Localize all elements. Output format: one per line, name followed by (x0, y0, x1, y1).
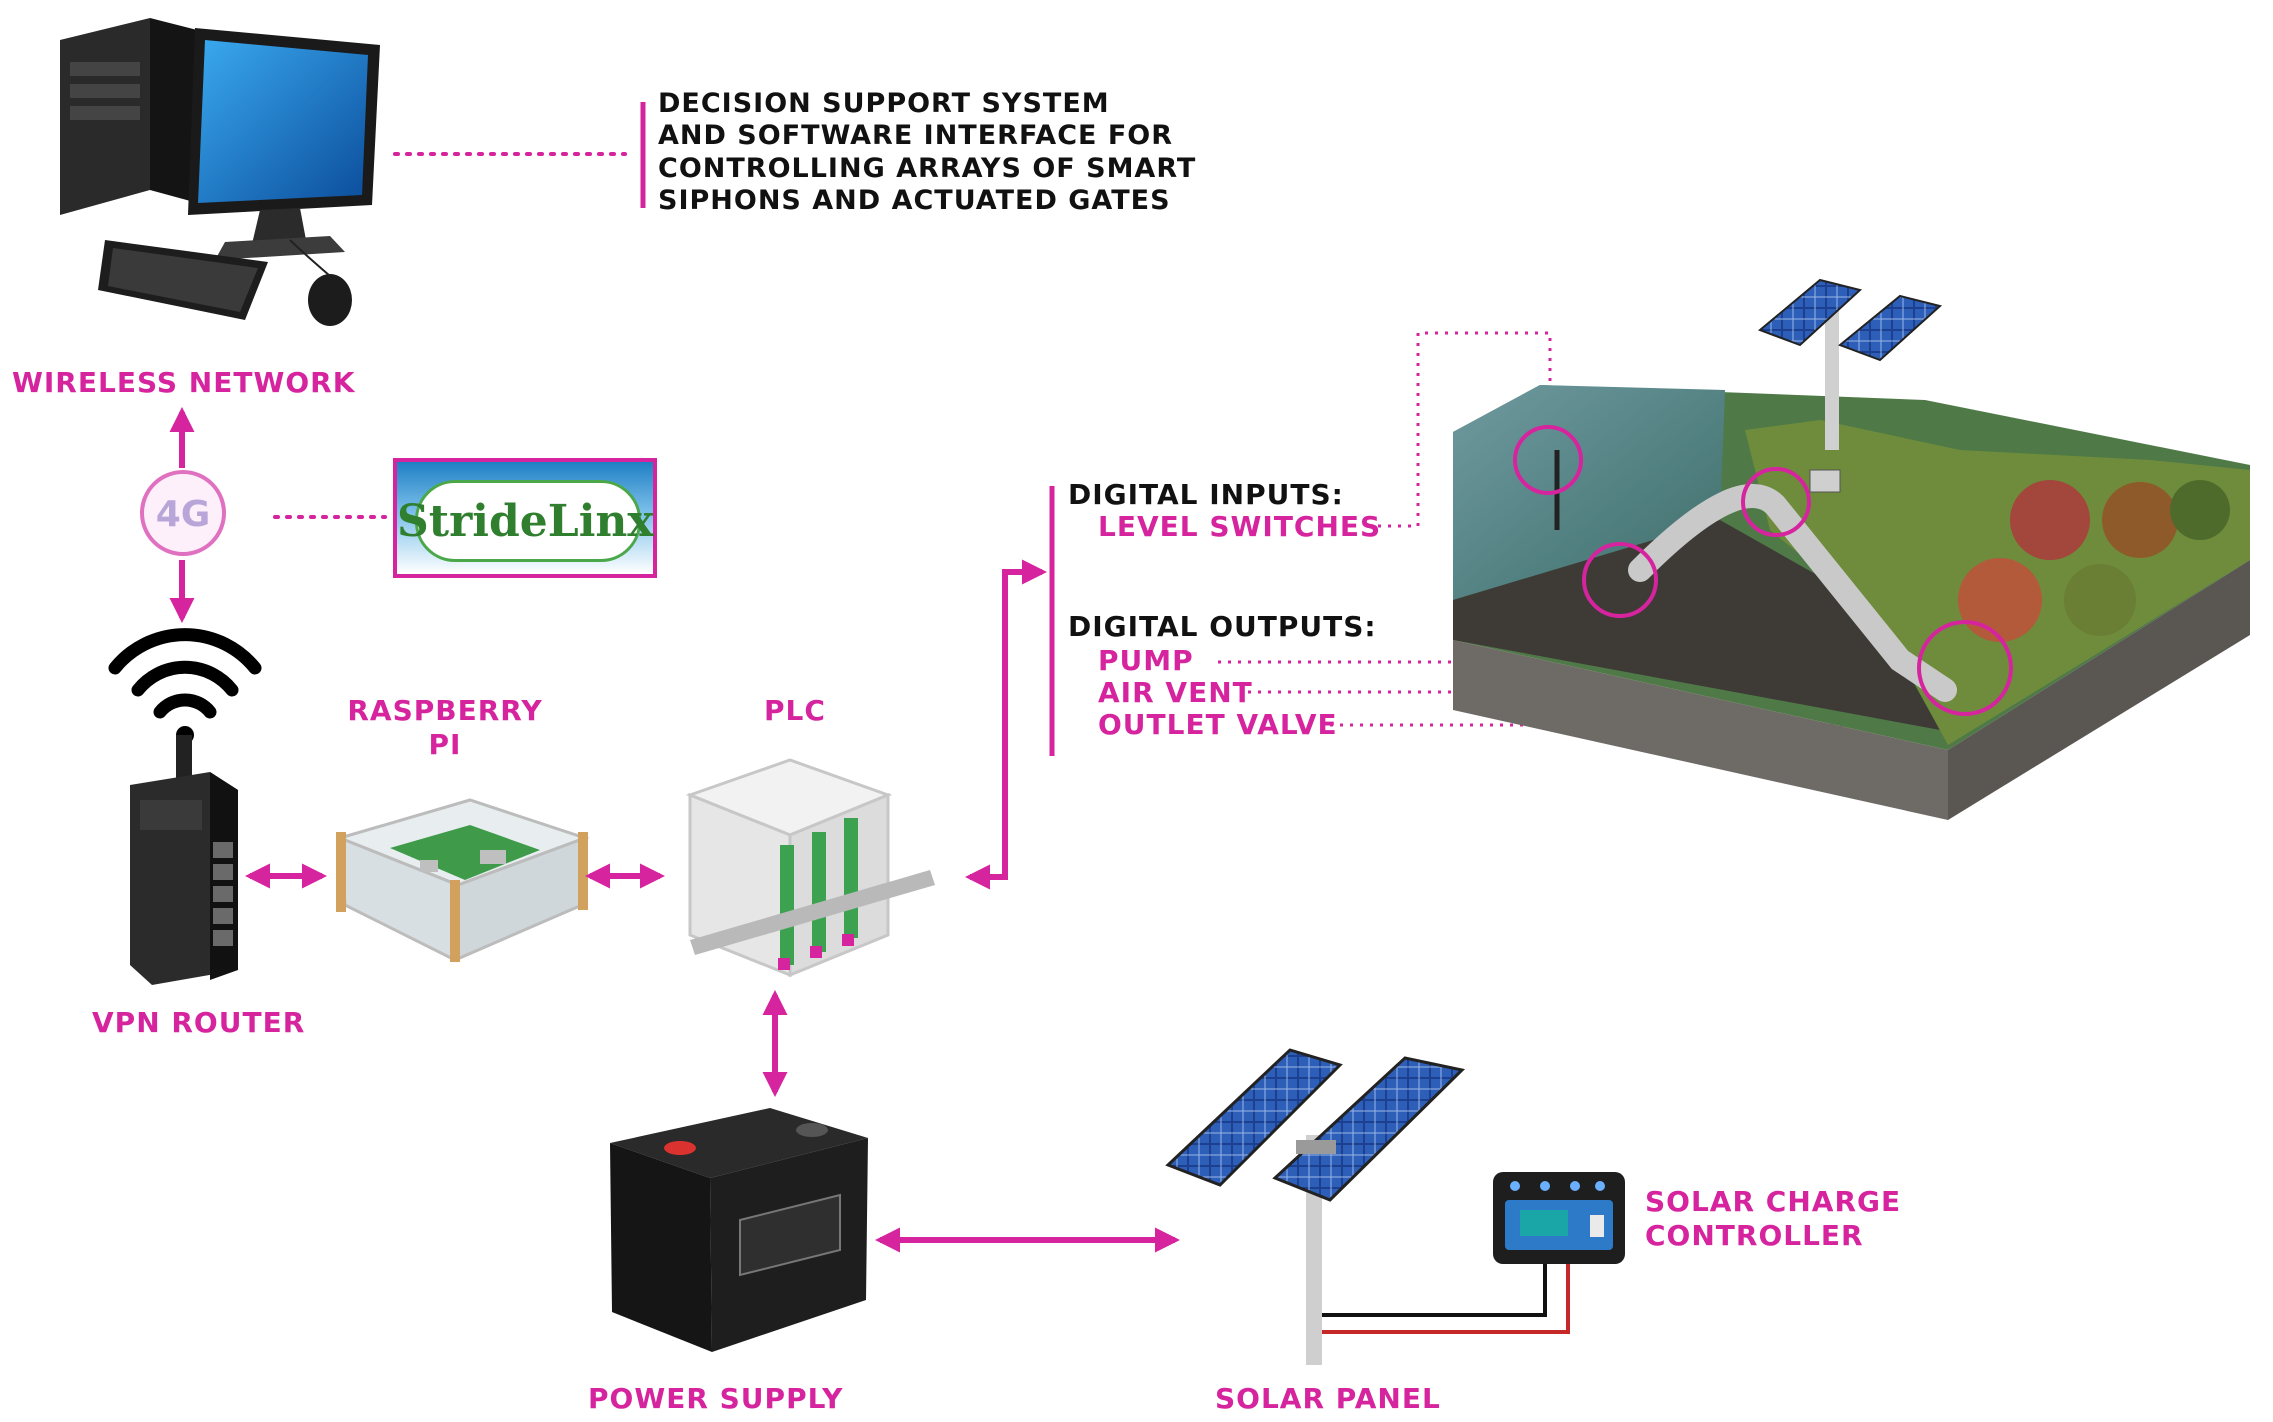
charge-controller-icon (1493, 1172, 1625, 1264)
plc-icon (685, 758, 935, 978)
4g-badge: 4G (140, 470, 226, 556)
plc-label: PLC (764, 694, 826, 727)
dss-line-2: AND SOFTWARE INTERFACE FOR (658, 120, 1174, 152)
digital-outputs-label: DIGITAL OUTPUTS: (1068, 610, 1377, 643)
wireless-network-label: WIRELESS NETWORK (12, 366, 356, 399)
dss-line-4: SIPHONS AND ACTUATED GATES (658, 185, 1171, 217)
digital-inputs-label: DIGITAL INPUTS: (1068, 478, 1344, 511)
level-switches-label: LEVEL SWITCHES (1098, 510, 1382, 543)
vpn-router-icon (130, 735, 238, 985)
dss-line-3: CONTROLLING ARRAYS OF SMART (658, 152, 1197, 184)
raspberry-pi-line-2: PI (428, 727, 462, 761)
solar-panel-label: SOLAR PANEL (1215, 1382, 1441, 1415)
dss-line-1: DECISION SUPPORT SYSTEM (658, 88, 1110, 119)
raspberry-pi-icon (335, 798, 590, 963)
raspberry-pi-label: RASPBERRY PI (330, 694, 560, 761)
siphon-landscape-illustration (1453, 278, 2250, 820)
solar-charge-controller-label: SOLAR CHARGE CONTROLLER (1645, 1185, 1901, 1252)
battery-icon (610, 1108, 868, 1352)
wifi-icon (108, 628, 262, 744)
cloud-icon (415, 480, 641, 562)
solar-charge-line-1: SOLAR CHARGE (1645, 1185, 1902, 1218)
outlet-valve-label: OUTLET VALVE (1098, 708, 1338, 741)
solar-charge-line-2: CONTROLLER (1645, 1218, 1864, 1252)
4g-text: 4G (155, 494, 211, 535)
air-vent-label: AIR VENT (1098, 676, 1253, 709)
stridelinx-text: StrideLinx (397, 496, 654, 547)
stridelinx-logo: StrideLinx (393, 458, 657, 578)
raspberry-pi-line-1: RASPBERRY (347, 694, 543, 727)
pump-label: PUMP (1098, 644, 1194, 677)
solar-panel-icon (1165, 1048, 1466, 1365)
desktop-computer-icon (60, 18, 380, 326)
vpn-router-label: VPN ROUTER (92, 1006, 306, 1039)
power-supply-label: POWER SUPPLY (588, 1382, 844, 1415)
decision-support-text: DECISION SUPPORT SYSTEM AND SOFTWARE INT… (658, 88, 1196, 218)
